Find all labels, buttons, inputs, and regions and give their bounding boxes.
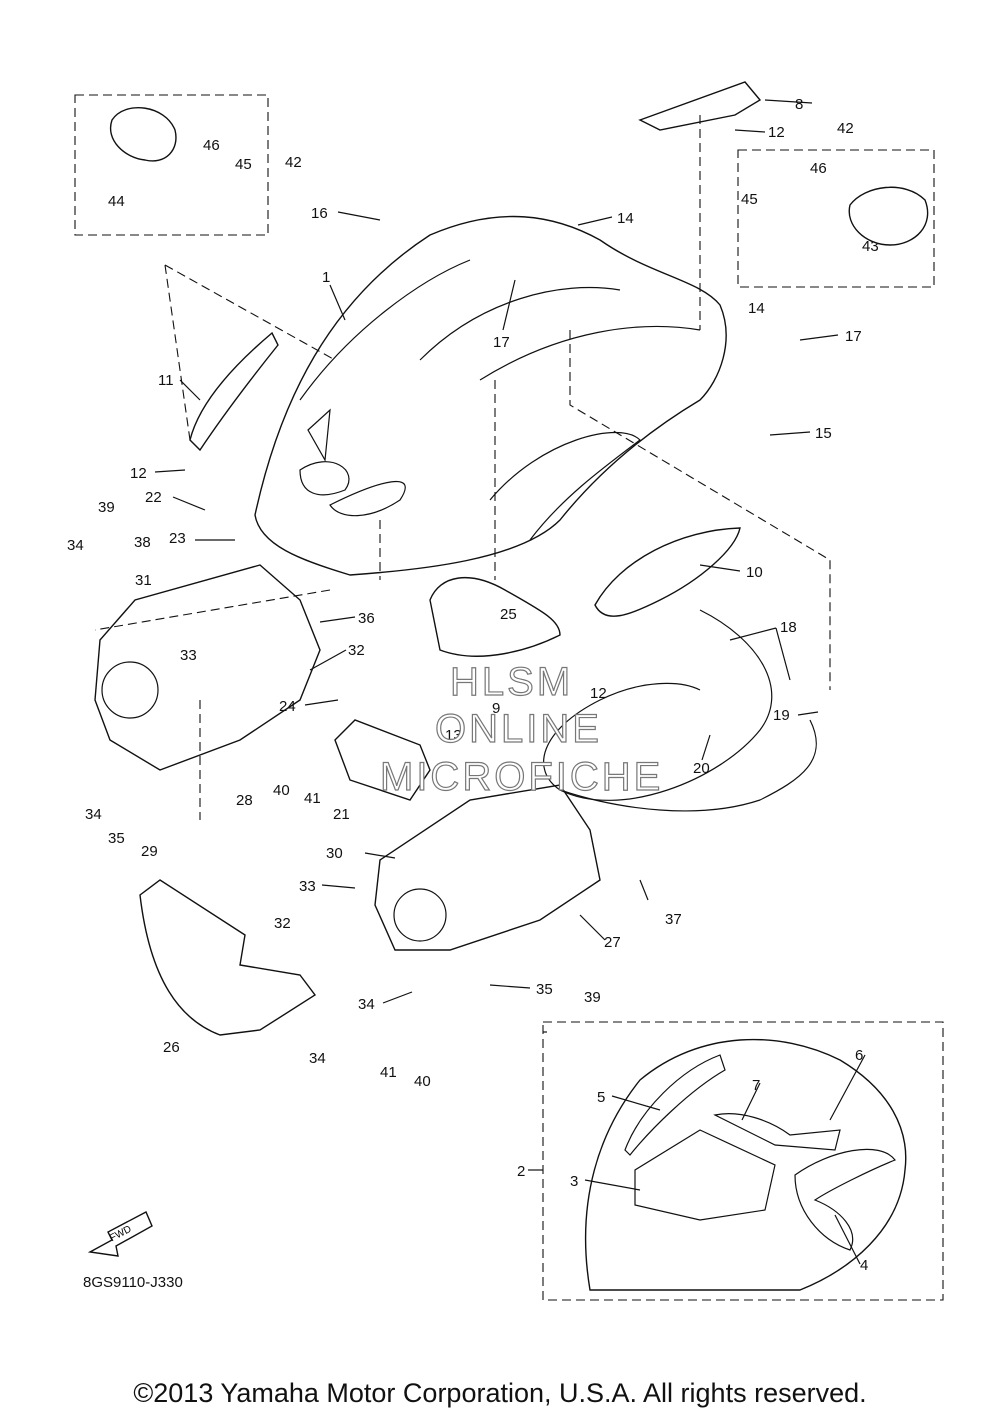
callout-34d: 34: [309, 1050, 326, 1067]
callout-41b: 41: [380, 1064, 397, 1081]
callout-11: 11: [158, 372, 174, 389]
cowling-part: [254, 215, 727, 576]
callout-38: 38: [134, 534, 151, 551]
watermark: HLSM ONLINE MICROFICHE: [379, 659, 663, 799]
diagram-code: 8GS9110-J330: [83, 1274, 183, 1291]
callout-39: 39: [98, 499, 115, 516]
callout-32: 32: [348, 642, 365, 659]
callout-32b: 32: [274, 915, 291, 932]
side-panel-left: [94, 564, 321, 771]
callout-12: 12: [768, 124, 785, 141]
duct-part: [334, 719, 431, 801]
callout-34: 34: [67, 537, 84, 554]
callout-42: 42: [285, 154, 302, 171]
callout-10: 10: [746, 564, 763, 581]
callout-35: 35: [108, 830, 125, 847]
callout-42b: 42: [837, 120, 854, 137]
callout-8: 8: [795, 96, 803, 113]
callout-7: 7: [752, 1077, 760, 1094]
callout-4: 4: [860, 1257, 868, 1274]
callout-46b: 46: [810, 160, 827, 177]
svg-text:ONLINE: ONLINE: [435, 707, 602, 751]
callout-12c: 12: [590, 685, 607, 702]
cable-part: [543, 609, 773, 801]
callout-18: 18: [780, 619, 797, 636]
callout-15: 15: [815, 425, 832, 442]
callout-17: 17: [493, 334, 510, 351]
callout-20: 20: [693, 760, 710, 777]
callout-3: 3: [570, 1173, 578, 1190]
callout-34b: 34: [85, 806, 102, 823]
callout-5: 5: [597, 1089, 605, 1106]
mirror-left: [109, 106, 177, 162]
callout-45: 45: [235, 156, 252, 173]
side-panel-right: [374, 784, 601, 951]
callout-37: 37: [665, 911, 682, 928]
callout-17b: 17: [845, 328, 862, 345]
callout-30: 30: [326, 845, 343, 862]
callout-14: 14: [617, 210, 634, 227]
callout-40b: 40: [414, 1073, 431, 1090]
svg-text:HLSM: HLSM: [450, 660, 573, 704]
lower-cover: [139, 879, 317, 1036]
callout-19: 19: [773, 707, 790, 724]
vent-panel-9: [429, 576, 561, 657]
callout-39b: 39: [584, 989, 601, 1006]
callout-22: 22: [145, 489, 162, 506]
callout-46: 46: [203, 137, 220, 154]
callout-23: 23: [169, 530, 186, 547]
graphic-set-part: [584, 1038, 907, 1291]
callout-40: 40: [273, 782, 290, 799]
callout-33: 33: [180, 647, 197, 664]
vent-panel-10: [594, 527, 741, 617]
callout-31: 31: [135, 572, 152, 589]
callout-34c: 34: [358, 996, 375, 1013]
callout-12b: 12: [130, 465, 147, 482]
callout-26: 26: [163, 1039, 180, 1056]
copyright-notice: ©2013 Yamaha Motor Corporation, U.S.A. A…: [133, 1378, 867, 1408]
callout-24: 24: [279, 698, 296, 715]
callout-1: 1: [322, 269, 330, 286]
callout-44: 44: [108, 193, 125, 210]
callout-2: 2: [517, 1163, 525, 1180]
callout-45b: 45: [741, 191, 758, 208]
callout-35b: 35: [536, 981, 553, 998]
svg-text:MICROFICHE: MICROFICHE: [380, 755, 663, 799]
callout-28: 28: [236, 792, 253, 809]
callout-14b: 14: [748, 300, 765, 317]
callout-41: 41: [304, 790, 321, 807]
mirror-left-group-box: [74, 94, 269, 236]
callout-25: 25: [500, 606, 517, 623]
leader-lines: [154, 99, 866, 1265]
callout-27: 27: [604, 934, 621, 951]
top-panel-part: [638, 81, 762, 131]
callout-9: 9: [492, 700, 500, 717]
callout-6: 6: [855, 1047, 863, 1064]
callout-33b: 33: [299, 878, 316, 895]
callout-36: 36: [358, 610, 375, 627]
vent-panel-11: [189, 331, 279, 452]
callout-labels: 1 2 3 4 5 6 7 8 9 10 11 12 12 12 13 14 1…: [67, 96, 879, 1274]
fwd-arrow-icon: FWD: [87, 1211, 153, 1257]
callout-29: 29: [141, 843, 158, 860]
mirror-right: [848, 186, 929, 246]
callout-21: 21: [333, 806, 350, 823]
graphic-set-group-box: [542, 1021, 944, 1301]
callout-13: 13: [445, 727, 462, 744]
callout-16: 16: [311, 205, 328, 222]
mirror-right-group-box: [737, 149, 935, 288]
